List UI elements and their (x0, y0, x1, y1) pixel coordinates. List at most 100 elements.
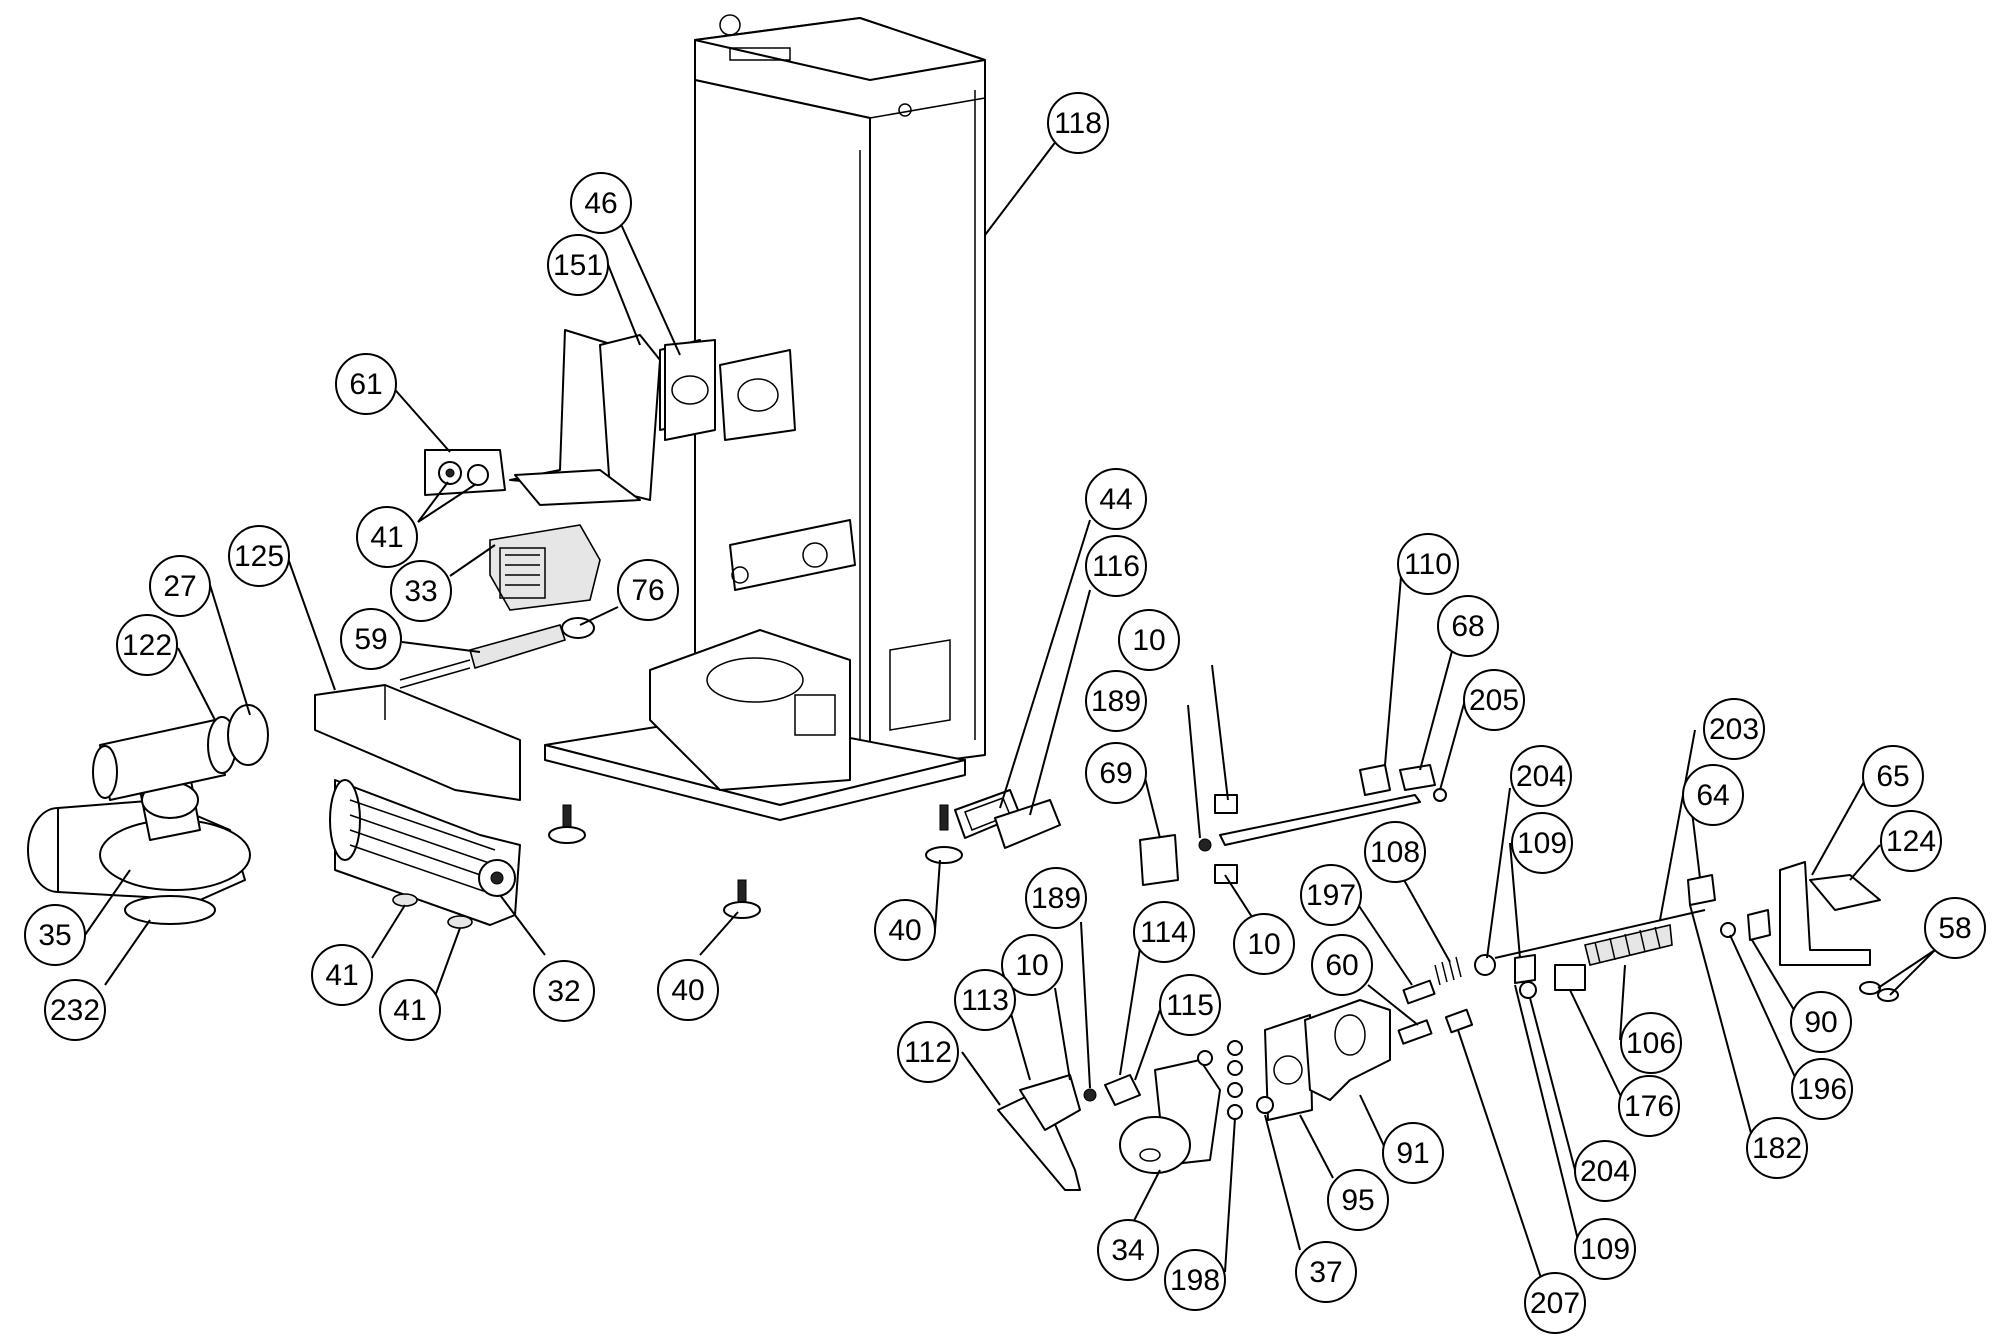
callout-114: 114 (1133, 901, 1195, 963)
callout-197: 197 (1300, 864, 1362, 926)
leader-44 (999, 519, 1091, 809)
leader-115 (1134, 1009, 1161, 1081)
svg-text:203: 203 (1709, 713, 1759, 746)
callout-41a: 41 (356, 506, 418, 568)
svg-text:10: 10 (1015, 949, 1048, 982)
svg-text:176: 176 (1624, 1090, 1674, 1123)
leader-40b (699, 911, 739, 956)
cover-125 (314, 684, 521, 801)
leader-112 (961, 1051, 1001, 1106)
motor-33 (489, 524, 601, 611)
svg-text:44: 44 (1099, 483, 1132, 516)
svg-text:198: 198 (1170, 1264, 1220, 1297)
leader-198 (1224, 1117, 1236, 1273)
convection-blower-32 (329, 779, 521, 926)
svg-text:197: 197 (1306, 879, 1356, 912)
callout-122: 122 (116, 614, 178, 676)
motor-brackets-95-91 (1264, 999, 1391, 1121)
svg-text:76: 76 (631, 574, 664, 607)
switch-bracket-112 (997, 1074, 1141, 1191)
svg-text:40: 40 (888, 914, 921, 947)
callout-109a: 109 (1511, 812, 1573, 874)
leader-90 (1751, 939, 1801, 1021)
leader-32 (499, 894, 546, 956)
bushings-springs (1397, 956, 1474, 1045)
callout-37: 37 (1295, 1241, 1357, 1303)
leader-41a-1 (417, 481, 449, 523)
svg-text:95: 95 (1341, 1184, 1374, 1217)
svg-text:34: 34 (1111, 1234, 1144, 1267)
svg-text:41: 41 (393, 994, 426, 1027)
svg-text:35: 35 (38, 919, 71, 952)
callout-40a: 40 (874, 899, 936, 961)
leader-68 (1419, 639, 1456, 771)
leader-204a (1486, 787, 1511, 959)
callout-189b: 189 (1025, 867, 1087, 929)
callout-203: 203 (1703, 698, 1765, 760)
callout-10b: 10 (1233, 913, 1295, 975)
callout-115: 115 (1159, 974, 1221, 1036)
bracket-61 (424, 449, 506, 496)
callout-112: 112 (897, 1021, 959, 1083)
leader-182 (1689, 904, 1756, 1149)
svg-text:118: 118 (1054, 107, 1102, 140)
leader-60 (1367, 984, 1419, 1026)
svg-text:204: 204 (1516, 760, 1566, 793)
leader-203 (1659, 729, 1696, 921)
svg-text:124: 124 (1886, 825, 1936, 858)
callout-10c: 10 (1001, 934, 1063, 996)
leader-lines (84, 127, 1936, 1291)
leader-151 (606, 261, 641, 346)
svg-text:37: 37 (1309, 1256, 1342, 1289)
leader-61 (389, 383, 451, 453)
svg-text:189: 189 (1031, 882, 1081, 915)
leader-10c (1054, 987, 1071, 1081)
leader-37 (1264, 1114, 1301, 1251)
leader-76 (579, 606, 619, 626)
callout-33: 33 (390, 560, 452, 622)
leader-41a-2 (417, 483, 477, 523)
svg-text:27: 27 (163, 570, 196, 603)
svg-text:108: 108 (1370, 836, 1420, 869)
callout-109b: 109 (1574, 1218, 1636, 1280)
callout-labels: 118 46 151 61 41 33 125 27 122 76 59 44 … (24, 92, 1986, 1334)
callout-10a: 10 (1118, 609, 1180, 671)
callout-189a: 189 (1085, 670, 1147, 732)
callout-41c: 41 (379, 979, 441, 1041)
leader-59 (401, 641, 481, 653)
svg-text:65: 65 (1876, 760, 1909, 793)
svg-text:58: 58 (1938, 912, 1971, 945)
leader-196 (1729, 934, 1801, 1089)
callout-58: 58 (1924, 897, 1986, 959)
svg-text:46: 46 (584, 187, 617, 220)
leader-106 (1619, 964, 1626, 1041)
callout-61: 61 (335, 353, 397, 415)
svg-text:125: 125 (234, 540, 284, 573)
leader-58-1 (1877, 949, 1936, 989)
leader-109a (1509, 842, 1521, 959)
svg-text:114: 114 (1140, 916, 1188, 949)
leader-35 (84, 869, 131, 936)
svg-text:61: 61 (349, 368, 382, 401)
svg-text:41: 41 (325, 959, 358, 992)
callout-32: 32 (533, 960, 595, 1022)
callout-176: 176 (1618, 1075, 1680, 1137)
gearmotor-34 (1119, 1059, 1221, 1174)
callout-76: 76 (617, 559, 679, 621)
leader-33 (449, 544, 496, 577)
svg-text:112: 112 (904, 1036, 952, 1069)
callout-113: 113 (954, 969, 1016, 1031)
svg-text:10: 10 (1132, 624, 1165, 657)
svg-text:69: 69 (1099, 757, 1132, 790)
callout-34: 34 (1097, 1219, 1159, 1281)
leader-95 (1299, 1114, 1334, 1179)
leader-109b (1514, 984, 1579, 1241)
svg-text:189: 189 (1091, 685, 1141, 718)
callout-91: 91 (1382, 1122, 1444, 1184)
leader-65 (1811, 779, 1866, 876)
callout-125: 125 (228, 525, 290, 587)
leader-125 (284, 549, 336, 691)
agitator-rod-110 (1139, 764, 1447, 886)
callout-182: 182 (1746, 1117, 1808, 1179)
